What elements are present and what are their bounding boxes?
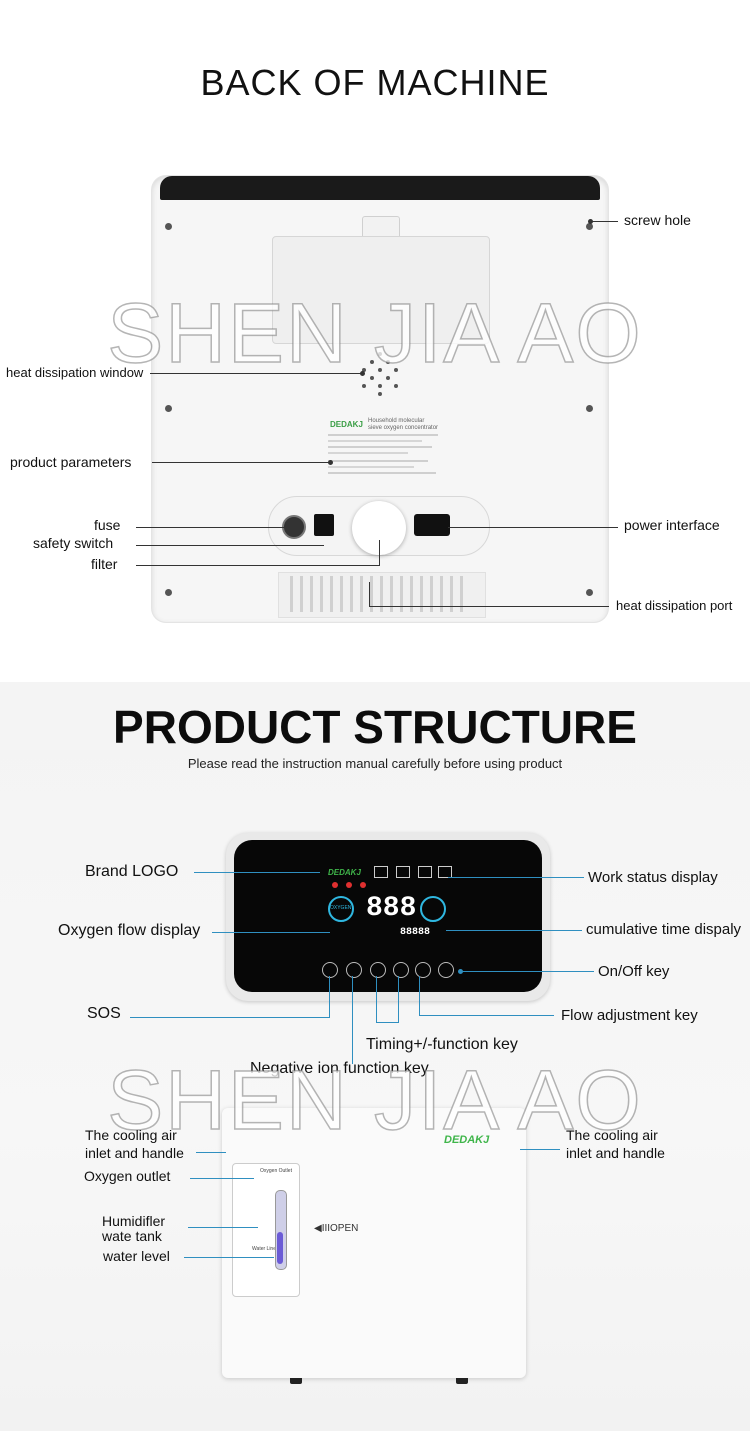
leader-line (376, 1022, 399, 1023)
leader-line (369, 582, 370, 606)
label-cumulative-time-display: cumulative time dispaly (586, 921, 742, 938)
timer-digits: 88888 (400, 927, 431, 938)
label-sos: SOS (87, 1005, 121, 1022)
power-socket-icon (414, 514, 450, 536)
leader-line (190, 1178, 254, 1179)
screw-hole-icon (586, 405, 593, 412)
plate-heading: Household molecular sieve oxygen concent… (368, 418, 439, 431)
screw-hole-icon (586, 223, 593, 230)
plate-brand: DEDAKJ (330, 420, 363, 429)
screw-hole-icon (165, 223, 172, 230)
label-oxygen-flow-display: Oxygen flow display (58, 922, 201, 939)
leader-line (448, 527, 618, 528)
leader-line (212, 932, 330, 933)
open-label: ◀IIIOPEN (314, 1223, 359, 1234)
leader-line (130, 1017, 330, 1018)
leader-line (196, 1152, 226, 1153)
leader-dot (458, 969, 463, 974)
oxygen-ring-left-icon (328, 896, 354, 922)
leader-line (446, 930, 582, 931)
leader-line (592, 221, 618, 222)
control-panel-screen (234, 840, 542, 992)
leader-line (184, 1257, 274, 1258)
label-on-off-key: On/Off key (598, 963, 670, 980)
oxygen-flow-digits: 888 (366, 893, 417, 924)
leader-line (398, 976, 399, 1022)
label-negative-ion-key: Negative ion function key (250, 1060, 429, 1077)
leader-line (376, 976, 377, 1022)
machine-top-panel (160, 176, 600, 200)
structure-subtitle: Please read the instruction manual caref… (187, 756, 563, 771)
label-timing-key: Timing+/-function key (366, 1036, 518, 1053)
leader-line (136, 545, 324, 546)
leader-dot (360, 371, 365, 376)
leader-line (136, 527, 290, 528)
label-water-level: water level (103, 1248, 170, 1264)
label-heat-dissipation-port: heat dissipation port (616, 598, 733, 613)
leader-line (420, 1015, 554, 1016)
panel-brand-logo: DEDAKJ (328, 868, 361, 877)
leader-line (352, 976, 353, 1064)
back-title: BACK OF MACHINE (200, 62, 550, 103)
safety-switch-icon (314, 514, 334, 536)
leader-line (460, 971, 594, 972)
back-cover (272, 236, 490, 344)
label-work-status-display: Work status display (588, 869, 718, 886)
label-filter: filter (91, 556, 118, 572)
label-safety-switch: safety switch (33, 535, 114, 551)
leader-line (194, 872, 320, 873)
structure-title: PRODUCT STRUCTURE (113, 701, 637, 753)
label-product-parameters: product parameters (10, 454, 132, 470)
label-heat-dissipation-window: heat dissipation window (6, 365, 144, 380)
tank-level-text: Water Line (252, 1246, 276, 1252)
label-power-interface: power interface (624, 517, 720, 533)
body-brand-logo: DEDAKJ (444, 1134, 490, 1146)
leader-line (419, 976, 420, 1016)
water-level-fill (277, 1232, 283, 1264)
leader-dot (328, 460, 333, 465)
tank-top-text: Oxygen Outlet (260, 1168, 292, 1174)
sos-key-icon (322, 962, 338, 978)
screw-hole-icon (165, 589, 172, 596)
back-cover-tab (362, 216, 400, 239)
leader-line (150, 373, 362, 374)
label-oxygen-outlet: Oxygen outlet (84, 1168, 171, 1184)
leader-line (329, 976, 330, 1018)
screw-hole-icon (165, 405, 172, 412)
foot (456, 1378, 468, 1384)
oxygen-ring-right-icon (420, 896, 446, 922)
leader-dot (588, 219, 593, 224)
label-flow-adjustment-key: Flow adjustment key (561, 1007, 698, 1024)
leader-line (188, 1227, 258, 1228)
timing-plus-key-icon (393, 962, 409, 978)
power-key-icon (438, 962, 454, 978)
label-brand-logo: Brand LOGO (85, 863, 179, 880)
oxygen-ring-label: OXYGEN (330, 905, 352, 911)
label-fuse: fuse (94, 517, 121, 533)
flow-key-icon (415, 962, 431, 978)
humidifier-tank (232, 1163, 300, 1297)
leader-line (136, 565, 380, 566)
leader-line (379, 540, 380, 566)
timing-minus-key-icon (370, 962, 386, 978)
leader-line (369, 606, 609, 607)
negative-ion-key-icon (346, 962, 362, 978)
screw-hole-icon (586, 589, 593, 596)
label-screw-hole: screw hole (624, 212, 691, 228)
leader-line (520, 1149, 560, 1150)
leader-line (152, 462, 330, 463)
leader-line (448, 877, 584, 878)
foot (290, 1378, 302, 1384)
